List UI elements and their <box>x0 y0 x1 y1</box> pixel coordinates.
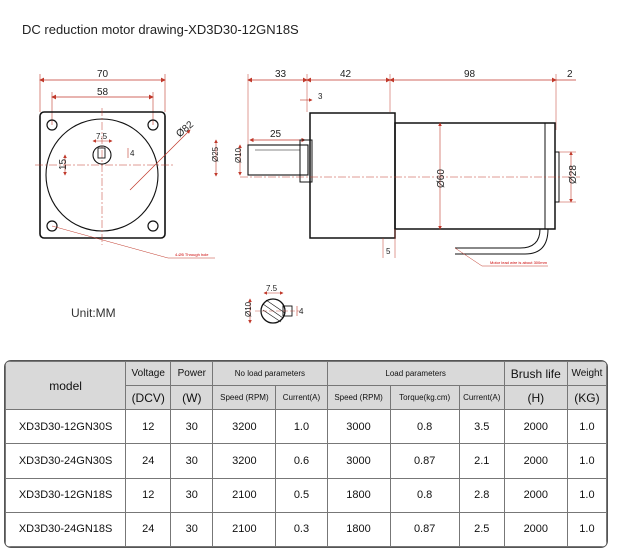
header-weight-unit: (KG) <box>566 385 607 410</box>
dim-5: 5 <box>386 247 391 256</box>
cell-model: XD3D30-12GN18S <box>5 477 127 513</box>
hole-note: 4-Ø5 Through hole <box>175 252 209 257</box>
cell-nl-speed: 2100 <box>212 511 277 547</box>
dim-25: 25 <box>270 129 282 140</box>
dim-key-depth: 4 <box>130 149 135 158</box>
cell-nl-current: 1.0 <box>275 408 328 445</box>
header-weight: Weight <box>566 361 607 386</box>
cell-voltage: 12 <box>125 477 172 513</box>
cell-l-torque: 0.87 <box>389 511 460 547</box>
cell-power: 30 <box>170 477 214 513</box>
cell-weight: 1.0 <box>566 443 607 479</box>
cell-power: 30 <box>170 443 214 479</box>
table-row: XD3D30-24GN18S 24 30 2100 0.3 1800 0.87 … <box>5 511 607 547</box>
table-row: XD3D30-12GN18S 12 30 2100 0.5 1800 0.8 2… <box>5 477 607 513</box>
cell-nl-current: 0.5 <box>275 477 328 513</box>
dim-key: 7.5 <box>96 132 108 141</box>
header-no-load: No load parameters <box>212 361 328 386</box>
side-view: 33 42 98 2 3 25 Ø25 Ø10 <box>211 69 580 267</box>
cell-l-torque: 0.87 <box>389 443 460 479</box>
table-row: XD3D30-12GN30S 12 30 3200 1.0 3000 0.8 3… <box>5 408 607 445</box>
dim-inner: 58 <box>97 87 109 98</box>
cell-l-speed: 1800 <box>326 477 391 513</box>
cell-l-torque: 0.8 <box>389 408 460 445</box>
cell-brush: 2000 <box>503 511 568 547</box>
dim-98: 98 <box>464 69 476 80</box>
technical-drawing: 70 58 7.5 4 15 Ø82 4-Ø5 Throu <box>35 69 580 324</box>
cell-l-current: 2.1 <box>458 443 505 479</box>
cell-power: 30 <box>170 511 214 547</box>
cell-weight: 1.0 <box>566 511 607 547</box>
header-load: Load parameters <box>326 361 505 386</box>
front-view: 70 58 7.5 4 15 Ø82 4-Ø5 Throu <box>35 69 215 259</box>
cell-nl-speed: 2100 <box>212 477 277 513</box>
dim-d25: Ø25 <box>211 146 220 162</box>
cell-power: 30 <box>170 408 214 445</box>
dim-33: 33 <box>275 69 287 80</box>
cell-model: XD3D30-12GN30S <box>5 408 127 445</box>
cell-l-speed: 3000 <box>326 408 391 445</box>
dim-height: 15 <box>58 158 69 170</box>
dim-d28: Ø28 <box>568 165 579 184</box>
unit-label: Unit:MM <box>71 306 116 320</box>
dim-width: 70 <box>97 69 109 80</box>
dim-42: 42 <box>340 69 352 80</box>
cell-l-current: 2.5 <box>458 511 505 547</box>
cell-l-torque: 0.8 <box>389 477 460 513</box>
cell-weight: 1.0 <box>566 408 607 445</box>
header-model: model <box>5 361 127 410</box>
cell-nl-current: 0.6 <box>275 443 328 479</box>
header-power-unit: (W) <box>170 385 214 410</box>
cell-model: XD3D30-24GN18S <box>5 511 127 547</box>
header-l-current: Current(A) <box>458 385 505 410</box>
table-row: XD3D30-24GN30S 24 30 3200 0.6 3000 0.87 … <box>5 443 607 479</box>
cell-l-current: 2.8 <box>458 477 505 513</box>
dim-3: 3 <box>318 92 323 101</box>
dim-d10: Ø10 <box>234 147 243 163</box>
header-nl-current: Current(A) <box>275 385 328 410</box>
cell-l-speed: 3000 <box>326 443 391 479</box>
dim-2: 2 <box>567 69 573 80</box>
header-voltage-unit: (DCV) <box>125 385 172 410</box>
shaft-detail: 7.5 Ø10 4 <box>244 284 304 324</box>
header-power: Power <box>170 361 214 386</box>
cell-voltage: 12 <box>125 408 172 445</box>
header-brush-life: Brush life <box>503 361 568 386</box>
page-title: DC reduction motor drawing-XD3D30-12GN18… <box>22 22 299 37</box>
dim-shaft-d10: Ø10 <box>244 301 253 317</box>
dim-d60: Ø60 <box>436 169 447 188</box>
cell-nl-speed: 3200 <box>212 408 277 445</box>
lead-note: Motor lead wire is about 300mm <box>490 260 548 265</box>
header-brush-unit: (H) <box>503 385 568 410</box>
cell-brush: 2000 <box>503 443 568 479</box>
cell-l-current: 3.5 <box>458 408 505 445</box>
cell-weight: 1.0 <box>566 477 607 513</box>
header-nl-speed: Speed (RPM) <box>212 385 277 410</box>
dim-shaft-7-5: 7.5 <box>266 284 278 293</box>
cell-l-speed: 1800 <box>326 511 391 547</box>
dim-shaft-4: 4 <box>299 307 304 316</box>
header-voltage: Voltage <box>125 361 172 386</box>
cell-nl-speed: 3200 <box>212 443 277 479</box>
cell-voltage: 24 <box>125 511 172 547</box>
cell-voltage: 24 <box>125 443 172 479</box>
cell-brush: 2000 <box>503 408 568 445</box>
cell-model: XD3D30-24GN30S <box>5 443 127 479</box>
header-l-speed: Speed (RPM) <box>326 385 391 410</box>
dim-diameter: Ø82 <box>174 119 196 140</box>
cell-brush: 2000 <box>503 477 568 513</box>
cell-nl-current: 0.3 <box>275 511 328 547</box>
header-l-torque: Torque(kg.cm) <box>389 385 460 410</box>
spec-table: model Voltage Power No load parameters L… <box>4 360 608 548</box>
